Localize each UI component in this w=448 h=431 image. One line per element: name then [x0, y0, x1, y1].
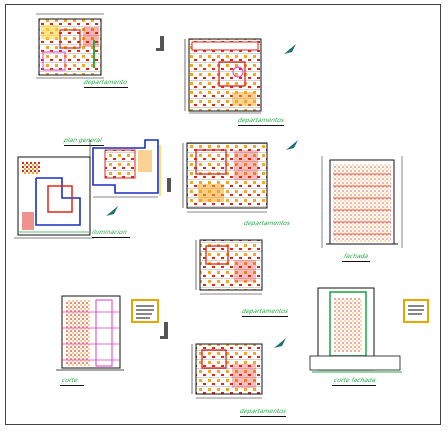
facade-elevation [321, 156, 403, 248]
label-underline [342, 261, 370, 262]
plan-top-left [36, 13, 104, 79]
plan-site [89, 139, 161, 198]
plan-general [14, 156, 94, 239]
label-facade-right: fachada [343, 253, 369, 260]
facade-lower [309, 287, 402, 373]
label-underline [92, 237, 130, 238]
label-plan-general: plan general [63, 137, 103, 144]
north-arrow-icon [274, 338, 290, 348]
label-facade-lower: corte fachada [333, 377, 377, 384]
plan-mid [182, 142, 268, 213]
label-underline [238, 125, 284, 126]
label-plan-top-left: departamento [83, 79, 128, 86]
label-plan-site: iluminacion [91, 229, 128, 236]
label-plan-bottom: departamentos [239, 408, 287, 415]
label-plan-lower: departamentos [241, 308, 289, 315]
north-arrow-icon [286, 140, 302, 150]
label-section-left: corte [61, 377, 79, 384]
label-underline [60, 385, 84, 386]
north-arrow-icon [106, 178, 171, 216]
label-plan-mid: departamentos [243, 220, 291, 227]
north-arrow-icon [284, 44, 300, 54]
label-underline [64, 145, 104, 146]
plan-top-center [184, 38, 262, 114]
legend-box-icon [403, 299, 429, 323]
north-arrow-icon [156, 36, 164, 51]
plan-bottom [191, 343, 263, 399]
label-underline [332, 385, 376, 386]
legend-box-icon [131, 299, 159, 323]
label-underline [84, 87, 128, 88]
label-plan-top-center: departamentos [237, 117, 285, 124]
label-underline [242, 316, 288, 317]
section-left [56, 295, 124, 371]
label-underline [240, 416, 286, 417]
plan-lower [195, 239, 263, 295]
north-arrow-icon [160, 322, 168, 339]
